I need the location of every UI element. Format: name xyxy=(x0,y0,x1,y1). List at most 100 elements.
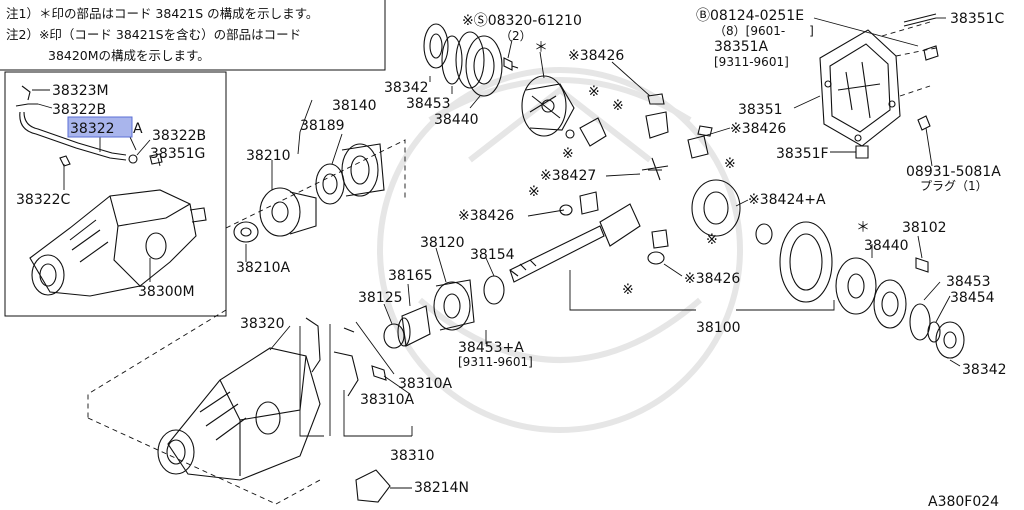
mark-6: ※ xyxy=(706,232,718,248)
dash-inset-to-housing xyxy=(87,309,227,418)
label-38189[interactable]: 38189 xyxy=(300,118,345,134)
part-bearing-38440-top xyxy=(455,31,503,97)
part-cap-38310A xyxy=(333,327,387,397)
part-bearing-38120 xyxy=(433,279,475,331)
label-38120[interactable]: 38120 xyxy=(420,235,465,251)
dash-cover-bolts xyxy=(881,21,937,97)
dash-carrier-left xyxy=(225,139,406,229)
part-cross-shaft xyxy=(641,157,669,181)
watermark-emblem xyxy=(377,67,743,433)
part-rear-cover-38351 xyxy=(819,29,901,147)
label-38454[interactable]: 38454 xyxy=(950,290,995,306)
part-diff-case-right xyxy=(835,257,877,315)
label-38210[interactable]: 38210 xyxy=(246,148,291,164)
part-ring-gear xyxy=(779,221,833,303)
part-shim-38453-right xyxy=(909,303,931,341)
inset-differential-housing xyxy=(29,189,207,297)
label-38440-right[interactable]: 38440 xyxy=(864,238,909,254)
dash-housing-right xyxy=(87,417,321,505)
label-38154[interactable]: 38154 xyxy=(470,247,515,263)
label-38310A-1[interactable]: 38310A xyxy=(398,376,453,392)
mark-7: ※ xyxy=(622,282,634,298)
label-asterisk-b: ＊ xyxy=(856,220,870,236)
part-spacer-38125 xyxy=(383,323,405,349)
part-gasket-38320 xyxy=(305,317,321,373)
label-38351C[interactable]: 38351C xyxy=(950,11,1005,27)
label-38322[interactable]: 38322 xyxy=(70,121,115,137)
label-38140[interactable]: 38140 xyxy=(332,98,377,114)
label-38453-right[interactable]: 38453 xyxy=(946,274,991,290)
label-38453A[interactable]: 38453+A xyxy=(458,340,524,356)
label-38426-c[interactable]: ※38426 xyxy=(458,208,514,224)
mark-5: ※ xyxy=(528,184,540,200)
part-nut-38210A xyxy=(233,221,259,243)
label-plug: プラグ（1） xyxy=(920,179,988,193)
label-38214N[interactable]: 38214N xyxy=(414,480,469,496)
label-38165[interactable]: 38165 xyxy=(388,268,433,284)
label-08124-0251E[interactable]: Ⓑ08124-0251E xyxy=(696,8,804,24)
part-seal-38454 xyxy=(927,321,941,343)
label-38426-d[interactable]: ※38426 xyxy=(684,271,740,287)
leader-lines xyxy=(245,17,961,489)
part-flange-38210 xyxy=(259,187,317,237)
label-38440[interactable]: 38440 xyxy=(434,112,479,128)
part-seal-38189 xyxy=(315,163,345,205)
note-frame xyxy=(0,0,386,71)
note-line-2: 注2）※印（コード 38421Sを含む）の部品はコード xyxy=(6,27,302,42)
label-bolt-b-qty: （8）[9601- ] xyxy=(714,24,814,38)
part-side-gears xyxy=(565,93,713,159)
part-small-gears-mid xyxy=(559,191,669,265)
label-38300M[interactable]: 38300M xyxy=(138,284,195,300)
label-38310A-2[interactable]: 38310A xyxy=(360,392,415,408)
part-housing-38310 xyxy=(157,347,321,481)
inset-frame xyxy=(4,71,227,317)
part-bearing-38440-right xyxy=(873,279,907,329)
part-seal-38342-top xyxy=(423,23,449,69)
label-38351G[interactable]: 38351G xyxy=(150,146,205,162)
label-38322B-top[interactable]: 38322B xyxy=(52,102,106,118)
label-08931-5081A[interactable]: 08931-5081A xyxy=(906,164,1001,180)
leader-38322A xyxy=(99,135,137,152)
label-38320[interactable]: 38320 xyxy=(240,316,285,332)
label-38424A[interactable]: ※38424+A xyxy=(748,192,826,208)
part-drive-pinion-38100 xyxy=(509,203,641,283)
mark-4: ※ xyxy=(724,156,736,172)
label-38125[interactable]: 38125 xyxy=(358,290,403,306)
mark-3: ※ xyxy=(562,146,574,162)
part-plug-38351F xyxy=(855,145,869,159)
label-38453[interactable]: 38453 xyxy=(406,96,451,112)
leader-38322B-top xyxy=(37,103,53,109)
leader-38351G xyxy=(157,157,161,167)
label-38342-top[interactable]: 38342 xyxy=(384,80,429,96)
label-38102[interactable]: 38102 xyxy=(902,220,947,236)
label-38351F[interactable]: 38351F xyxy=(776,146,829,162)
label-38322B[interactable]: 38322B xyxy=(152,128,206,144)
label-38100[interactable]: 38100 xyxy=(696,320,741,336)
label-38210A[interactable]: 38210A xyxy=(236,260,291,276)
label-38427[interactable]: ※38427 xyxy=(540,168,596,184)
label-38342-right[interactable]: 38342 xyxy=(962,362,1007,378)
label-38322C[interactable]: 38322C xyxy=(16,192,71,208)
label-38310[interactable]: 38310 xyxy=(390,448,435,464)
label-08320-61210[interactable]: ※Ⓢ08320-61210 xyxy=(462,13,582,29)
part-seal-38342-right xyxy=(935,321,965,359)
label-38351[interactable]: 38351 xyxy=(738,102,783,118)
figure-code: A380F024 xyxy=(928,494,999,510)
label-38351A-range: [9311-9601] xyxy=(714,55,789,69)
label-38322-suffix: A xyxy=(133,121,143,137)
part-bolt-08320 xyxy=(503,57,519,71)
inset-breather-hose xyxy=(15,85,163,167)
label-38323M[interactable]: 38323M xyxy=(52,83,109,99)
part-spacer-38165 xyxy=(397,305,431,347)
note-line-3: 38420Mの構成を示します。 xyxy=(48,48,210,63)
label-bolt-qty: （2） xyxy=(500,29,532,43)
leader-38322B xyxy=(136,139,151,156)
label-38426-a[interactable]: ※38426 xyxy=(568,48,624,64)
label-38453A-range: [9311-9601] xyxy=(458,355,533,369)
label-38351A[interactable]: 38351A xyxy=(714,39,769,55)
mark-1: ※ xyxy=(588,84,600,100)
label-38426-b[interactable]: ※38426 xyxy=(730,121,786,137)
highlight-38322 xyxy=(67,116,133,138)
